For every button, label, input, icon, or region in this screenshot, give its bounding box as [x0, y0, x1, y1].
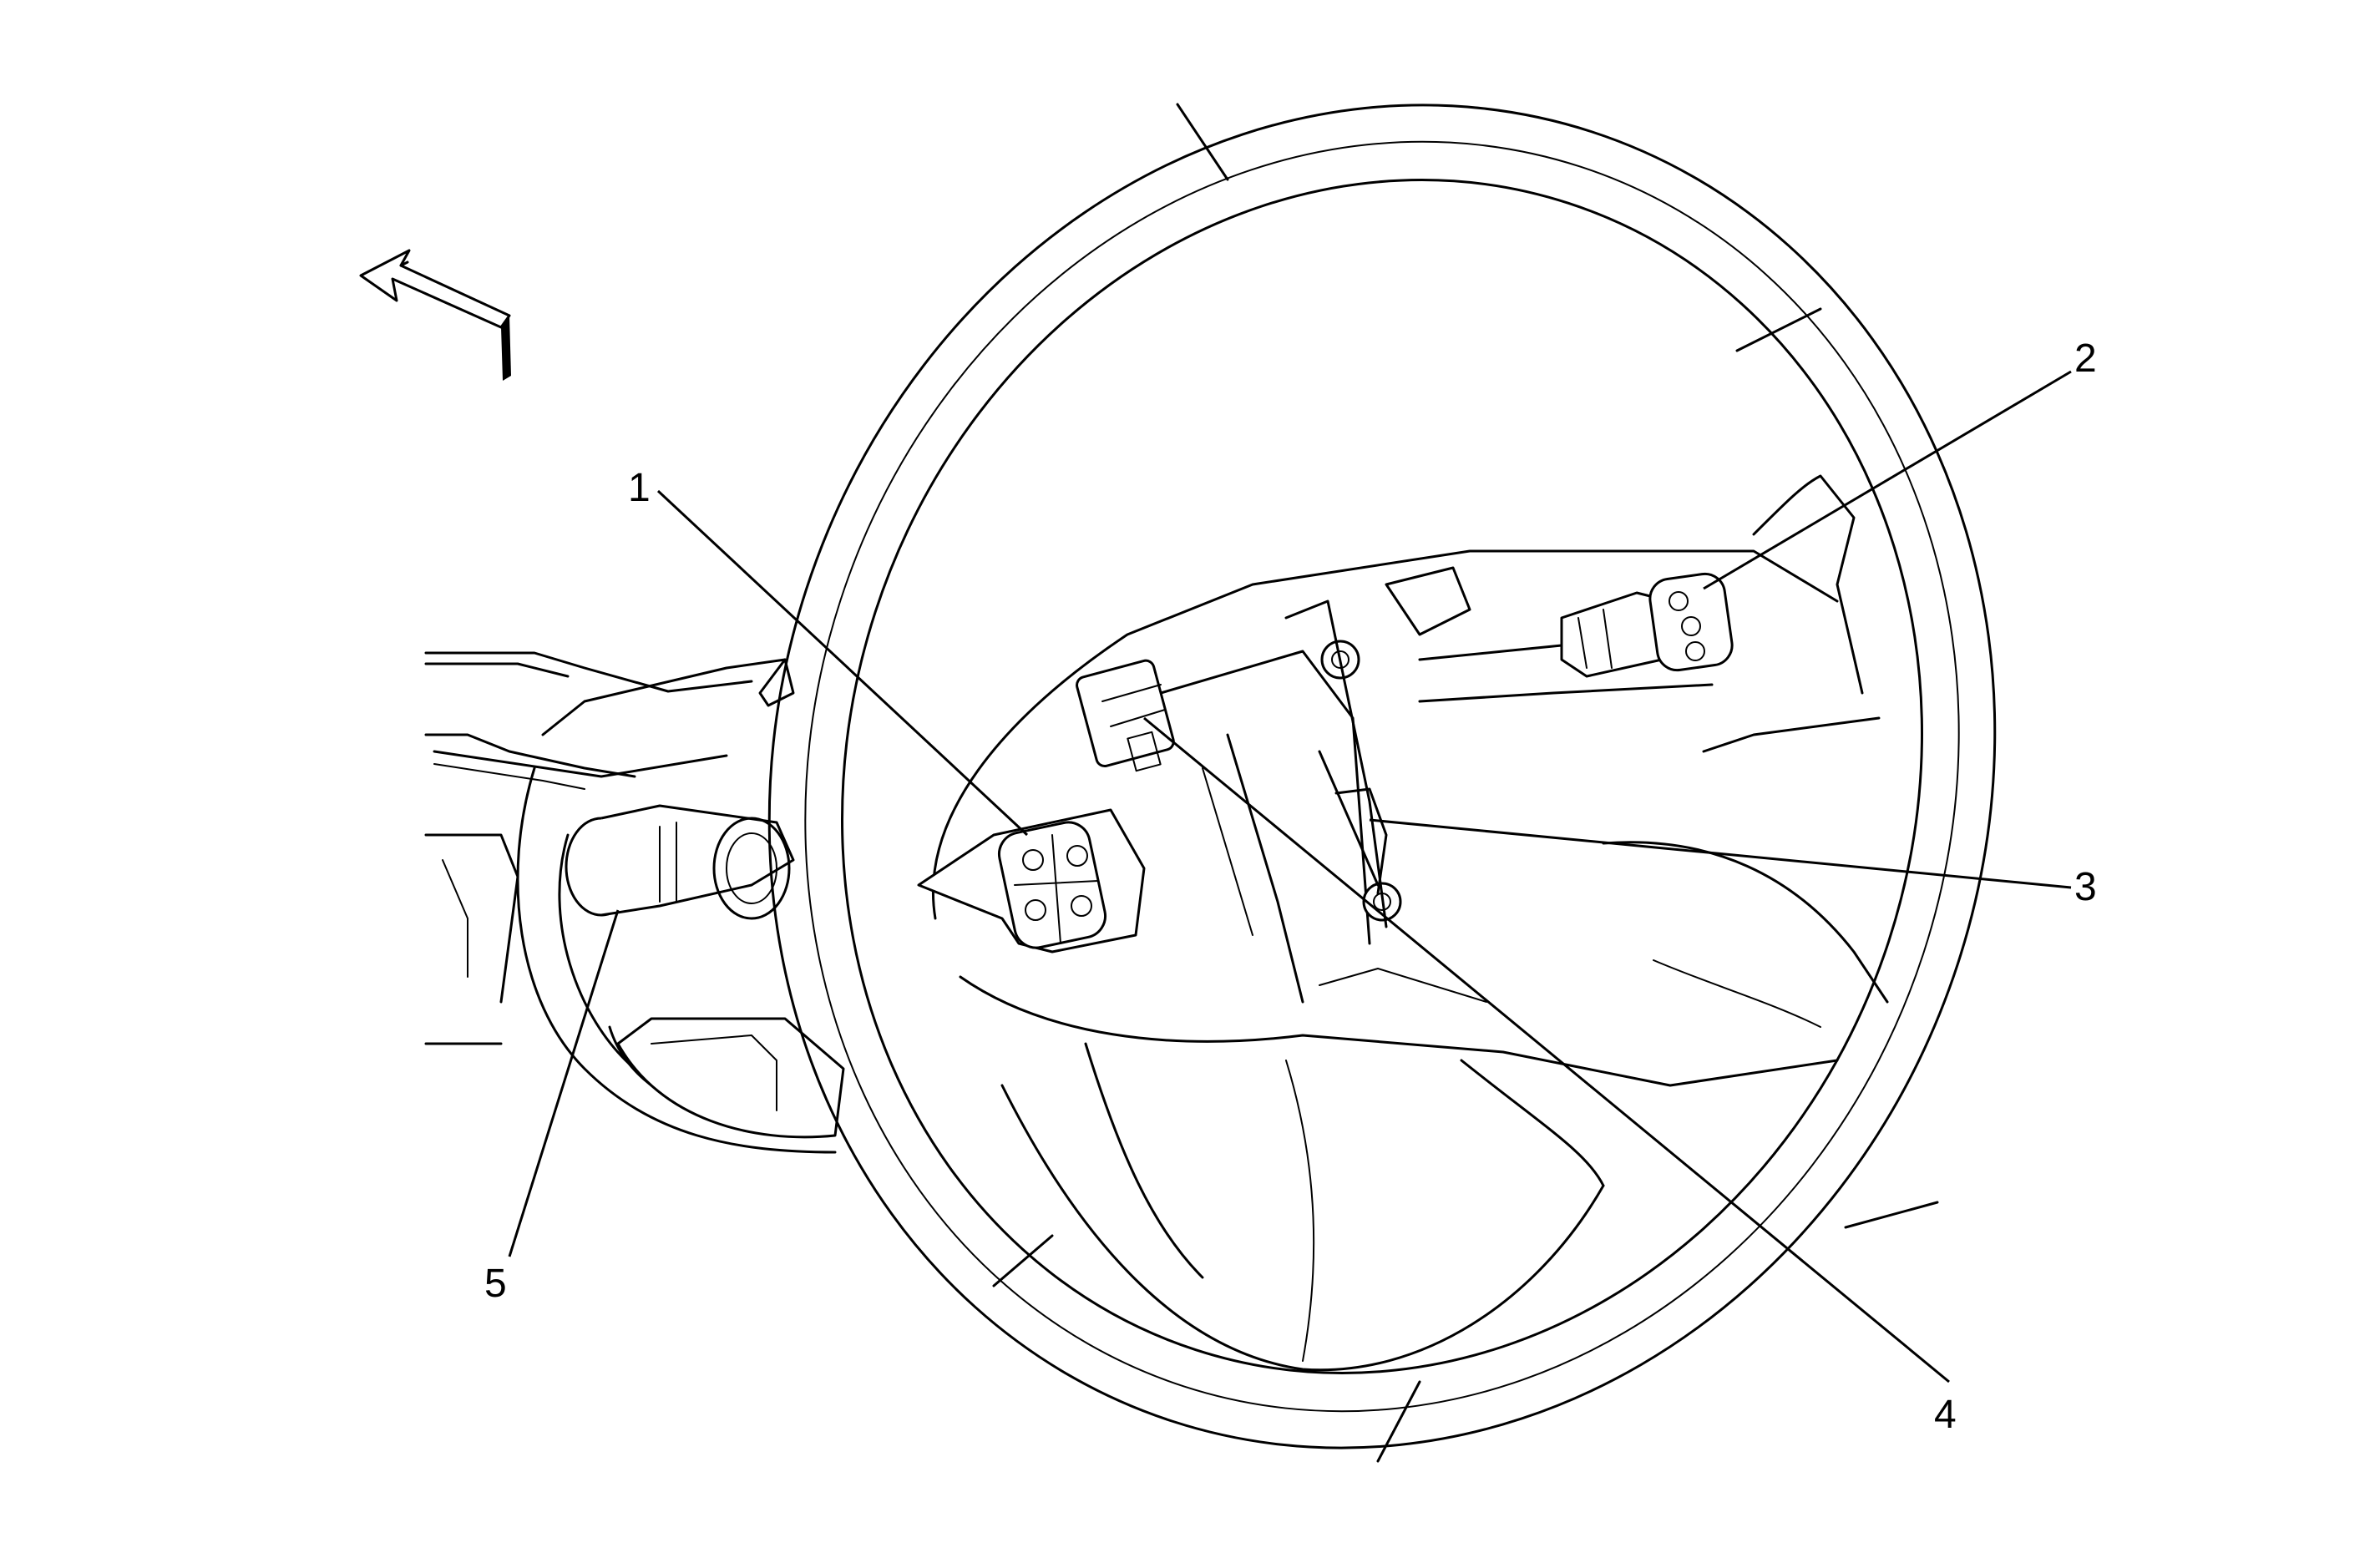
leader-line-5 — [508, 909, 620, 1257]
direction-arrow-icon — [359, 249, 511, 381]
leader-line-2 — [1703, 370, 2072, 590]
right-steering-wheel-control-switch — [1560, 572, 1734, 678]
callout-5: 5 — [484, 1262, 507, 1306]
steering-column — [424, 651, 845, 1154]
leader-line-3 — [1369, 818, 2072, 889]
left-steering-wheel-control-switch — [917, 808, 1146, 954]
bracket — [1319, 787, 1487, 1003]
callout-1: 1 — [628, 466, 651, 510]
multifunction-switch-lever — [565, 804, 795, 920]
leader-lines — [508, 370, 2072, 1383]
callout-4: 4 — [1934, 1393, 1957, 1437]
callout-2: 2 — [2074, 336, 2097, 381]
steering-wheel-rim — [767, 103, 1997, 1463]
leader-line-4 — [1143, 716, 1950, 1383]
steering-wheel-hub — [931, 474, 1889, 1372]
leader-line-1 — [656, 489, 1029, 837]
callout-3: 3 — [2074, 865, 2097, 909]
electrical-connector — [1076, 659, 1175, 772]
